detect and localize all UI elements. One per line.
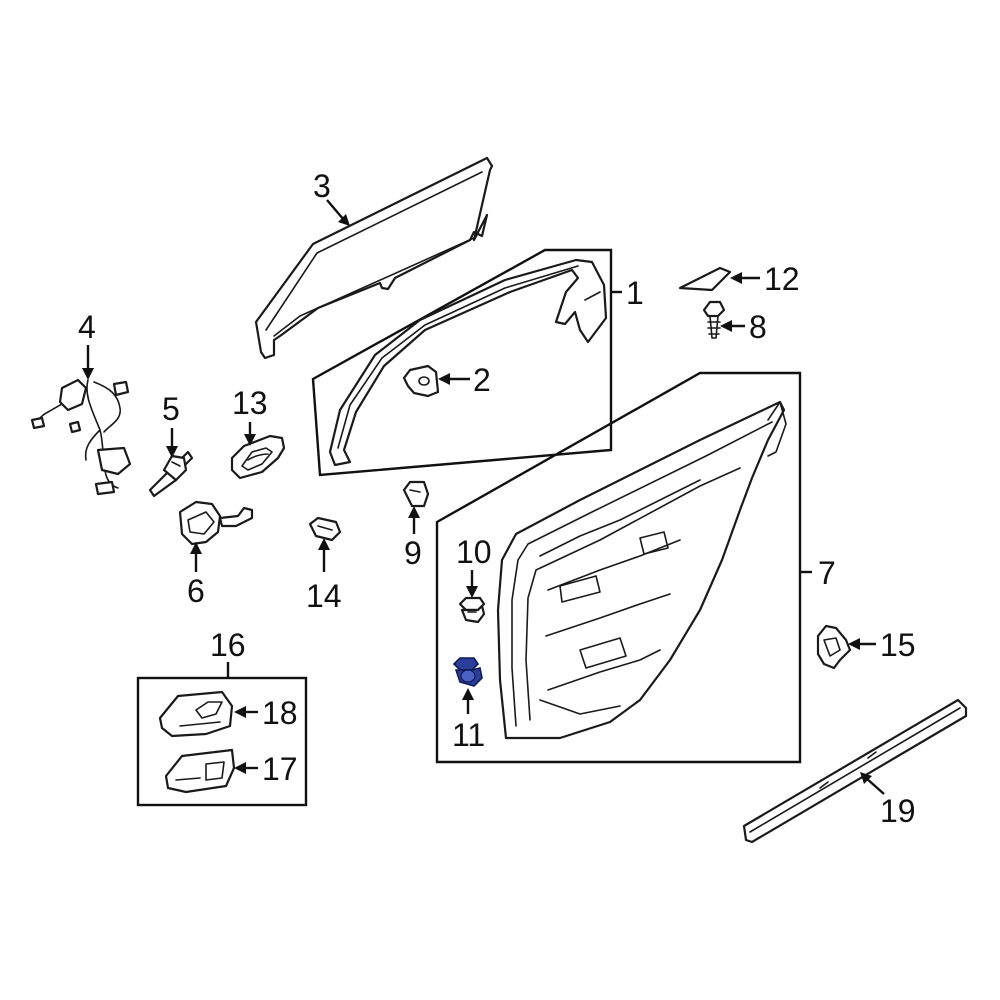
callout-17: 17 bbox=[262, 751, 298, 787]
part-13-inside-handle[interactable] bbox=[230, 434, 286, 480]
part-17-switch[interactable] bbox=[164, 748, 236, 794]
part-3-window-glass[interactable] bbox=[254, 156, 494, 360]
callout-16: 16 bbox=[210, 627, 246, 663]
callout-19: 19 bbox=[880, 793, 916, 829]
callout-12: 12 bbox=[764, 261, 800, 297]
part-5-bracket[interactable] bbox=[148, 450, 194, 498]
callout-2: 2 bbox=[473, 362, 491, 398]
part-19-weatherstrip[interactable] bbox=[742, 698, 968, 844]
callout-4: 4 bbox=[78, 309, 96, 345]
part-12-pad[interactable] bbox=[678, 266, 732, 292]
callout-14: 14 bbox=[306, 578, 342, 614]
part-18-switch[interactable] bbox=[158, 690, 234, 738]
callout-7: 7 bbox=[818, 555, 836, 591]
part-15-clip[interactable] bbox=[816, 624, 852, 670]
callout-5: 5 bbox=[162, 391, 180, 427]
part-7-door-trim-panel[interactable] bbox=[435, 371, 802, 764]
callout-9: 9 bbox=[404, 535, 422, 571]
callout-6: 6 bbox=[187, 573, 205, 609]
callout-13: 13 bbox=[232, 385, 268, 421]
callout-15: 15 bbox=[880, 627, 916, 663]
part-8-screw[interactable] bbox=[702, 300, 726, 339]
part-9-clip[interactable] bbox=[402, 480, 430, 508]
callout-1: 1 bbox=[626, 275, 644, 311]
callout-18: 18 bbox=[262, 695, 298, 731]
part-2-bracket[interactable] bbox=[402, 364, 440, 398]
part-4-wiring-harness[interactable] bbox=[30, 378, 132, 496]
callout-8: 8 bbox=[749, 309, 767, 345]
part-16-box bbox=[136, 676, 308, 807]
part-14-clip[interactable] bbox=[308, 516, 342, 542]
part-10-retainer[interactable] bbox=[458, 596, 486, 624]
part-11-retainer-highlighted[interactable] bbox=[452, 657, 483, 687]
part-1-run-channel[interactable] bbox=[311, 248, 613, 477]
part-6-speaker[interactable] bbox=[178, 500, 254, 546]
callout-3: 3 bbox=[313, 168, 331, 204]
leaders bbox=[82, 199, 885, 795]
callout-10: 10 bbox=[456, 534, 492, 570]
callout-labels: 3 1 2 12 8 4 5 13 6 14 9 10 7 11 15 16 1… bbox=[78, 168, 916, 829]
callout-11: 11 bbox=[452, 717, 485, 753]
